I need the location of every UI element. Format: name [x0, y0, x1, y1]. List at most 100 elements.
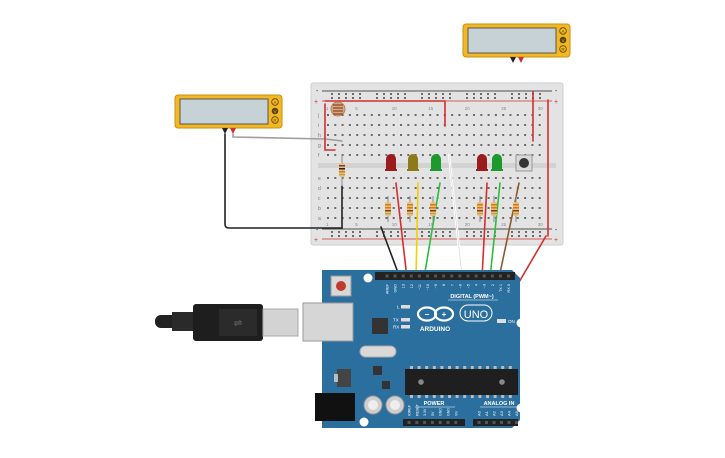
power-pin-label: RESET [415, 403, 419, 416]
digital-pin-label: ~3 [483, 284, 487, 288]
column-number: 20 [465, 106, 471, 111]
power-pin [454, 421, 458, 424]
pushbutton[interactable] [515, 154, 533, 172]
analog-pin [477, 421, 481, 424]
power-pin-label: GND [439, 408, 443, 416]
power-pin-label: IOREF [408, 404, 412, 416]
analog-pin-label: A3 [499, 410, 504, 416]
column-number: 30 [538, 106, 544, 111]
digital-pin [450, 274, 454, 278]
wire-green-11 [423, 182, 441, 279]
leds [385, 154, 503, 171]
probe-black-left [222, 128, 228, 134]
row-letter-f: f [318, 153, 320, 159]
usb-cable: ⇌ [155, 304, 299, 341]
digital-pin [393, 274, 397, 278]
column-number: 15 [428, 222, 434, 227]
resistor [477, 196, 483, 222]
wire-green-5 [489, 182, 501, 279]
row-letters: j i h g f e d c b a [317, 113, 321, 222]
digital-pin-label: RX 0 [507, 284, 511, 292]
row-letter-d: d [318, 186, 321, 192]
power-pin [430, 421, 434, 424]
analog-pin-label: A2 [492, 410, 497, 416]
digital-pin [474, 274, 478, 278]
digital-label: DIGITAL (PWM~) [450, 294, 494, 300]
meter-right-btn-r: R [561, 47, 565, 52]
power-pin [423, 421, 427, 424]
resistor [407, 196, 413, 222]
led-green[interactable] [491, 154, 503, 171]
rail-minus-bottom-right: - [555, 227, 558, 234]
meter-left-btn-r: R [273, 118, 277, 123]
digital-pin [482, 274, 486, 278]
meter-left-btn-v: V [273, 109, 276, 114]
meter-right-btn-v: V [561, 38, 564, 43]
digital-pin-label: ~6 [458, 284, 462, 288]
digital-pin [458, 274, 462, 278]
resistor [513, 196, 519, 222]
power-pin-label: GND [447, 408, 451, 416]
analog-label: ANALOG IN [484, 401, 515, 407]
usb-icon: ⇌ [234, 318, 242, 329]
rail-plus-bottom-left: + [314, 237, 318, 244]
arduino-logo-text: ARDUINO [420, 326, 450, 333]
analog-pin [485, 421, 488, 424]
uno-text: UNO [464, 309, 489, 321]
digital-pin [385, 274, 389, 278]
photoresistor[interactable] [330, 101, 346, 117]
multimeter-right-buttons: A V R [559, 27, 567, 53]
analog-pin-label: A1 [484, 410, 489, 416]
resistor-ldr [339, 155, 345, 186]
digital-pin [442, 274, 446, 278]
row-letter-c: c [318, 196, 321, 202]
power-pin-label: 3.3V [423, 408, 427, 416]
analog-pin-label: A5 [514, 410, 519, 416]
atmega-chip [405, 369, 518, 395]
digital-pin [417, 274, 421, 278]
digital-pin-label: 8 [442, 284, 446, 286]
wire-meter-left-black [224, 133, 343, 229]
led-yellow[interactable] [407, 154, 419, 171]
digital-pin [466, 274, 470, 278]
rail-minus-top-right: - [555, 88, 558, 95]
meter-right-btn-a: A [561, 29, 564, 34]
power-pin-label: Vin [454, 411, 458, 416]
resistor [491, 196, 497, 222]
multimeter-left[interactable]: A V R [174, 94, 283, 134]
column-number: 30 [538, 222, 544, 227]
wire-red-6 [481, 182, 488, 279]
rail-plus-top-left: + [314, 99, 318, 106]
resistor [430, 196, 436, 222]
multimeter-right[interactable]: A V R [462, 23, 571, 63]
rail-minus-top-left: - [316, 88, 319, 95]
led-red[interactable] [385, 154, 397, 171]
row-letter-g: g [318, 143, 321, 149]
digital-pin-label: GND [394, 284, 398, 293]
tx-label: TX [393, 318, 399, 323]
digital-pin-label: ~9 [434, 284, 438, 288]
rail-minus-bottom-left: - [316, 227, 319, 234]
dc-jack [315, 393, 355, 421]
power-pin [407, 421, 411, 424]
digital-pin [401, 274, 405, 278]
digital-pin-label: ~11 [418, 284, 422, 290]
usb-port [302, 302, 354, 342]
wire-red-ldr [324, 103, 336, 151]
led-red[interactable] [476, 154, 488, 171]
led-green[interactable] [430, 154, 442, 171]
wire-black-gnd [380, 226, 401, 279]
digital-pin [426, 274, 429, 278]
multimeter-left-buttons: A V R [271, 98, 279, 124]
column-number: 25 [501, 106, 507, 111]
digital-pin-label: 12 [410, 284, 414, 288]
on-label: ON [508, 319, 515, 324]
row-letter-j: j [317, 113, 319, 119]
digital-pin-label: TX 1 [499, 284, 503, 292]
row-letter-h: h [318, 133, 321, 139]
led-resistors [385, 196, 519, 222]
digital-pin [498, 274, 502, 278]
